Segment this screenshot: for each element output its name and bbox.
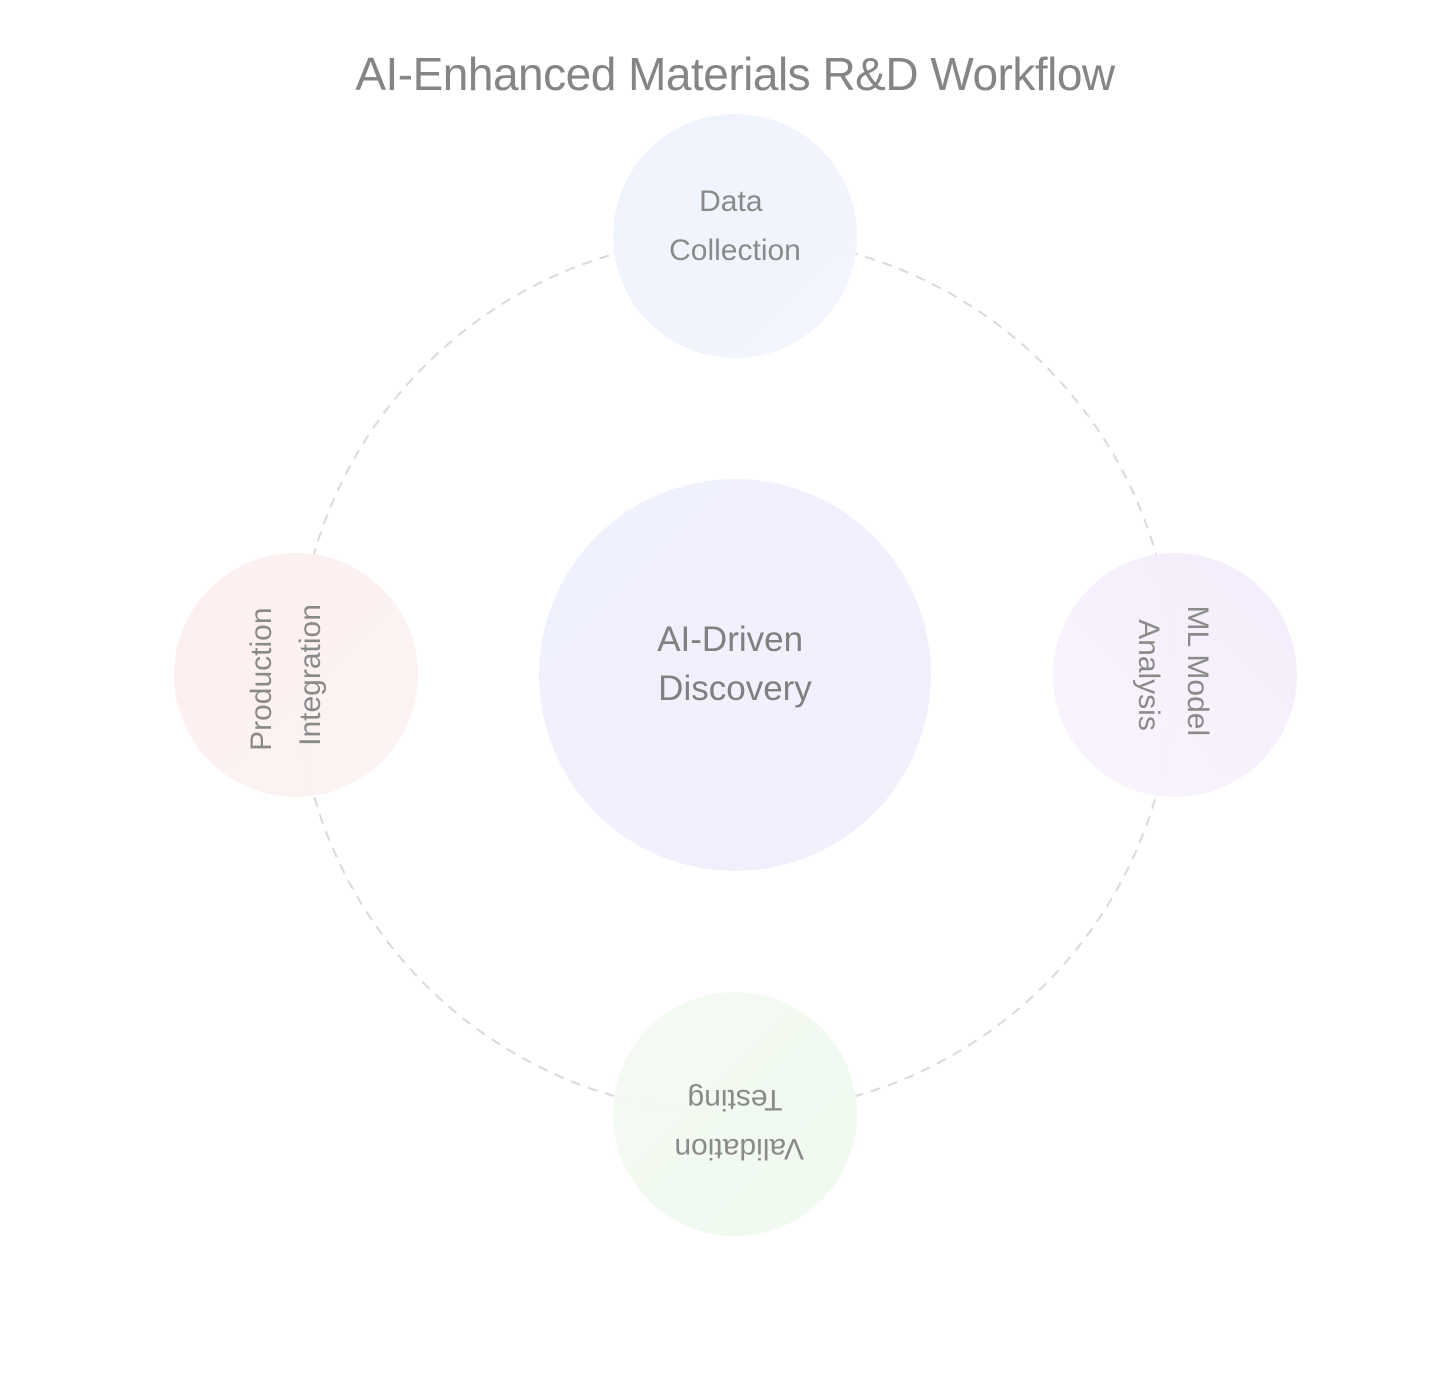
diagram-title: AI-Enhanced Materials R&D Workflow (355, 48, 1116, 100)
production-line-2: Integration (294, 604, 327, 746)
node-production-integration: Production Integration (174, 553, 418, 797)
validation-line-2: Testing (687, 1083, 782, 1116)
center-node-ai-driven-discovery: AI-Driven Discovery (539, 479, 931, 871)
node-validation-testing-circle (613, 992, 857, 1236)
node-production-integration-circle (174, 553, 418, 797)
node-ml-model-analysis-label: ML Model Analysis (1132, 606, 1214, 745)
validation-line-1: Validation (674, 1132, 804, 1165)
center-label-line-1: AI-Driven (657, 620, 803, 659)
ml-model-line-1: ML Model (1181, 606, 1214, 737)
node-production-integration-label: Production Integration (245, 599, 327, 751)
ml-model-line-2: Analysis (1132, 619, 1165, 731)
node-validation-testing: Validation Testing (613, 992, 857, 1236)
node-data-collection: Data Collection (613, 114, 857, 358)
node-validation-testing-label: Validation Testing (666, 1083, 804, 1165)
node-ml-model-analysis-circle (1053, 553, 1297, 797)
node-ml-model-analysis: ML Model Analysis (1053, 553, 1297, 797)
data-collection-line-2: Collection (669, 234, 801, 267)
data-collection-line-1: Data (699, 185, 763, 218)
center-node-label: AI-Driven Discovery (657, 620, 813, 708)
center-node-circle (539, 479, 931, 871)
node-data-collection-circle (613, 114, 857, 358)
production-line-1: Production (245, 607, 278, 750)
center-label-line-2: Discovery (658, 669, 812, 708)
node-data-collection-label: Data Collection (669, 185, 801, 267)
